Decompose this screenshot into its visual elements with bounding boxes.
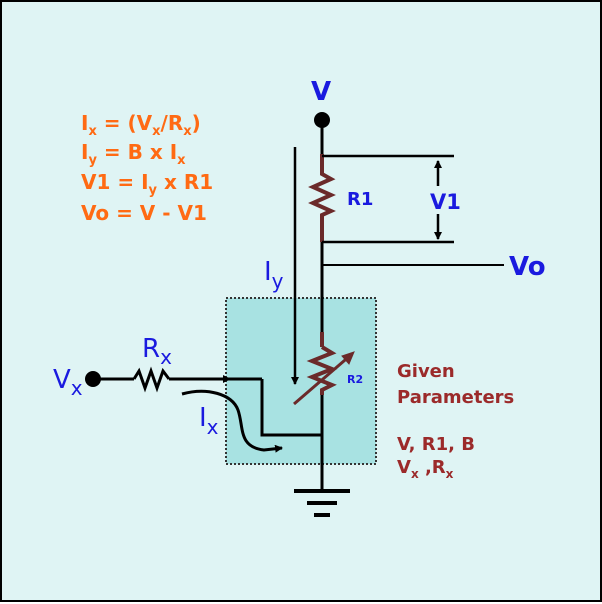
ix-current-arrow [181, 389, 283, 453]
r2-resistor [293, 332, 355, 406]
label-ix: Ix [199, 403, 219, 439]
equation-iy: Iy = B x Ix [81, 140, 186, 168]
given-title-1: Given [397, 361, 455, 382]
equations: Ix = (Vx/Rx) Iy = B x Ix V1 = Iy x R1 Vo… [81, 111, 213, 225]
label-r2: R2 [347, 373, 363, 386]
label-v1: V1 [430, 190, 461, 214]
v1-leads [322, 154, 454, 244]
equation-vo: Vo = V - V1 [81, 201, 207, 225]
v-terminal [314, 112, 330, 128]
given-parameters: Given Parameters V, R1, B Vx ,Rx [397, 361, 514, 481]
ix-path-wire [260, 379, 322, 437]
given-title-2: Parameters [397, 387, 514, 408]
label-vx: Vx [53, 365, 83, 400]
label-v: V [311, 77, 331, 107]
label-vo: Vo [509, 252, 546, 282]
equation-ix: Ix = (Vx/Rx) [81, 111, 201, 139]
circuit-labels: V R1 V1 Vo Iy Rx Vx Ix R2 [53, 77, 546, 439]
equation-v1: V1 = Iy x R1 [81, 170, 213, 198]
given-list-1: V, R1, B [397, 434, 475, 455]
r1-resistor [308, 154, 336, 242]
label-rx: Rx [142, 334, 172, 369]
ground-symbol [294, 489, 350, 517]
label-r1: R1 [347, 189, 373, 210]
label-iy: Iy [264, 257, 284, 293]
given-list-2: Vx ,Rx [397, 457, 454, 481]
